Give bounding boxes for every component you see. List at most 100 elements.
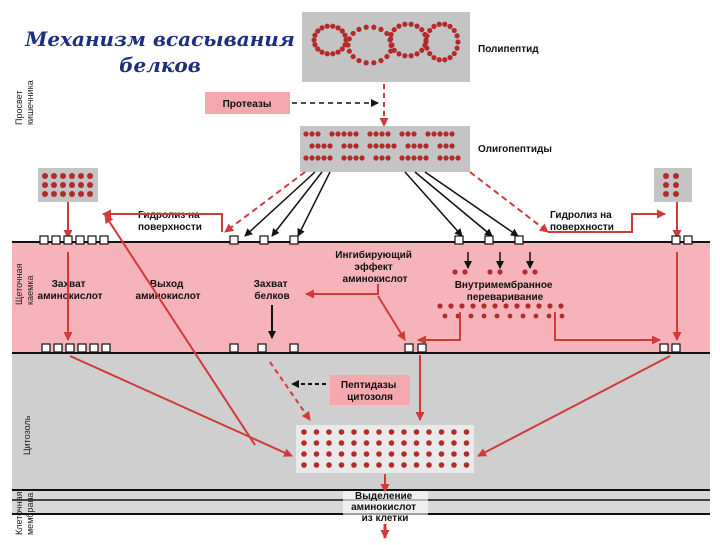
apical-transporter — [87, 235, 97, 245]
side-label-lumen: Просвет кишечника — [14, 80, 35, 125]
polypeptide-bead — [350, 53, 356, 60]
polypeptide-bead — [402, 53, 408, 59]
polypeptide-bead — [414, 23, 420, 29]
oligopeptide-bead — [341, 131, 347, 137]
oligopeptide-bead — [367, 143, 373, 149]
cytosol-aa-bead — [363, 440, 370, 446]
polypeptide-bead — [451, 27, 457, 34]
oligopeptide-bead — [321, 155, 327, 161]
hydrolysis-right-label: Гидролиз на поверхности — [550, 210, 615, 233]
polypeptide-bead — [427, 50, 433, 57]
cytosol-aa-bead — [463, 462, 470, 468]
cytosol-aa-bead — [463, 429, 470, 435]
intramembrane-bead — [503, 303, 509, 309]
cytosol-aa-bead — [376, 429, 382, 435]
intramembrane-label: Внутримембранное переваривание — [455, 279, 556, 303]
cytosol-aa-bead — [438, 462, 445, 468]
inhibiting-effect-label: Ингибирующий эффект аминокислот — [335, 249, 414, 285]
oligopeptide-bead — [443, 131, 449, 137]
oligopeptide-bead — [367, 131, 373, 137]
cytosol-aa-bead — [363, 462, 370, 468]
oligopeptide-bead — [425, 131, 431, 137]
amino-acid-bead — [60, 191, 66, 197]
oligopeptide-bead — [431, 131, 437, 137]
oligopeptide-bead — [309, 155, 315, 161]
polypeptide-bead — [388, 31, 394, 38]
cytosol-aa-pool — [296, 425, 474, 473]
intramembrane-bead — [494, 313, 500, 319]
amino-acid-bead — [663, 173, 669, 179]
basal-transporter — [659, 343, 669, 353]
oligopeptide-bead — [379, 143, 385, 149]
intramembrane-bead — [468, 313, 474, 319]
cytosol-aa-bead — [326, 462, 332, 468]
oligo-right-dashed-arrow — [469, 171, 549, 233]
apical-transporters — [39, 235, 693, 245]
amino-acid-bead — [87, 173, 93, 179]
intramembrane-bead — [547, 303, 553, 309]
polypeptide-bead — [424, 45, 430, 51]
cytosol-aa-bead — [388, 440, 395, 446]
polypeptide-bead — [424, 33, 430, 39]
basal-transporters — [41, 343, 681, 353]
hydrolysis-right-arrow — [548, 209, 666, 233]
basal-transporter — [289, 343, 299, 353]
cytosol-aa-bead — [351, 429, 357, 435]
polypeptide-bead — [442, 21, 448, 27]
intramembrane-bead — [497, 269, 503, 275]
polypeptide-bead — [324, 51, 330, 57]
polypeptide-bead — [324, 23, 330, 29]
intramembrane-bead — [533, 313, 539, 319]
polypeptide-bead — [356, 26, 362, 33]
intramembrane-right-arrow — [554, 312, 661, 345]
polypeptide-bead — [315, 46, 321, 52]
oligopeptide-bead — [399, 131, 405, 137]
oligopeptide-bead — [315, 155, 321, 161]
oligo-left-dashed-arrow — [224, 171, 306, 233]
oligopeptide-bead — [341, 143, 347, 149]
amino-acid-bead — [51, 191, 57, 197]
polypeptide-bead — [451, 50, 457, 57]
polypeptide-bead — [408, 21, 414, 27]
oligopeptide-bead — [411, 155, 417, 161]
intramembrane-bead — [525, 303, 531, 309]
intramembrane-bead — [507, 313, 513, 319]
oligopeptide-bead — [347, 155, 353, 161]
polypeptide-bead — [436, 21, 442, 27]
proteases-label: Протеазы — [223, 99, 272, 110]
cytosol-aa-bead — [338, 440, 345, 446]
cytosol-aa-bead — [376, 462, 382, 468]
amino-acid-bead — [78, 173, 84, 179]
polypeptide-bead — [427, 27, 433, 34]
amino-acid-bead — [78, 191, 84, 197]
oligopeptide-bead — [437, 131, 443, 137]
cytosol-aa-bead — [438, 429, 445, 435]
polypeptide-chain — [311, 21, 461, 66]
oligopeptide-bead — [347, 131, 353, 137]
cytosol-aa-bead — [401, 440, 407, 446]
cytosol-aa-bead — [301, 462, 307, 468]
polypeptide-bead — [414, 51, 420, 57]
intramembrane-to-basal-arrow — [417, 312, 461, 345]
amino-acid-bead — [87, 182, 93, 188]
amino-acid-bead — [42, 173, 48, 179]
amino-acid-bead — [60, 182, 66, 188]
polypeptide-bead — [335, 25, 341, 31]
oligopeptide-bead — [335, 131, 341, 137]
amino-acid-bead — [673, 191, 679, 197]
polypeptide-bead — [345, 42, 351, 48]
amino-acid-bead — [87, 191, 93, 197]
oligopeptide-bead — [309, 131, 315, 137]
polypeptide-bead — [363, 60, 369, 66]
polypeptide-bead — [312, 32, 318, 38]
oligopeptides-label: Олигопептиды — [478, 144, 552, 155]
polypeptide-bead — [346, 48, 352, 54]
basal-transporter — [53, 343, 63, 353]
cytosol-aa-bead — [351, 462, 357, 468]
apical-transporter — [99, 235, 109, 245]
basal-transporter — [89, 343, 99, 353]
cytosol-aa-bead — [301, 429, 307, 435]
cytosol-aa-bead — [426, 451, 432, 457]
polypeptide-bead — [311, 37, 317, 43]
polypeptide-label: Полипептид — [478, 44, 539, 55]
